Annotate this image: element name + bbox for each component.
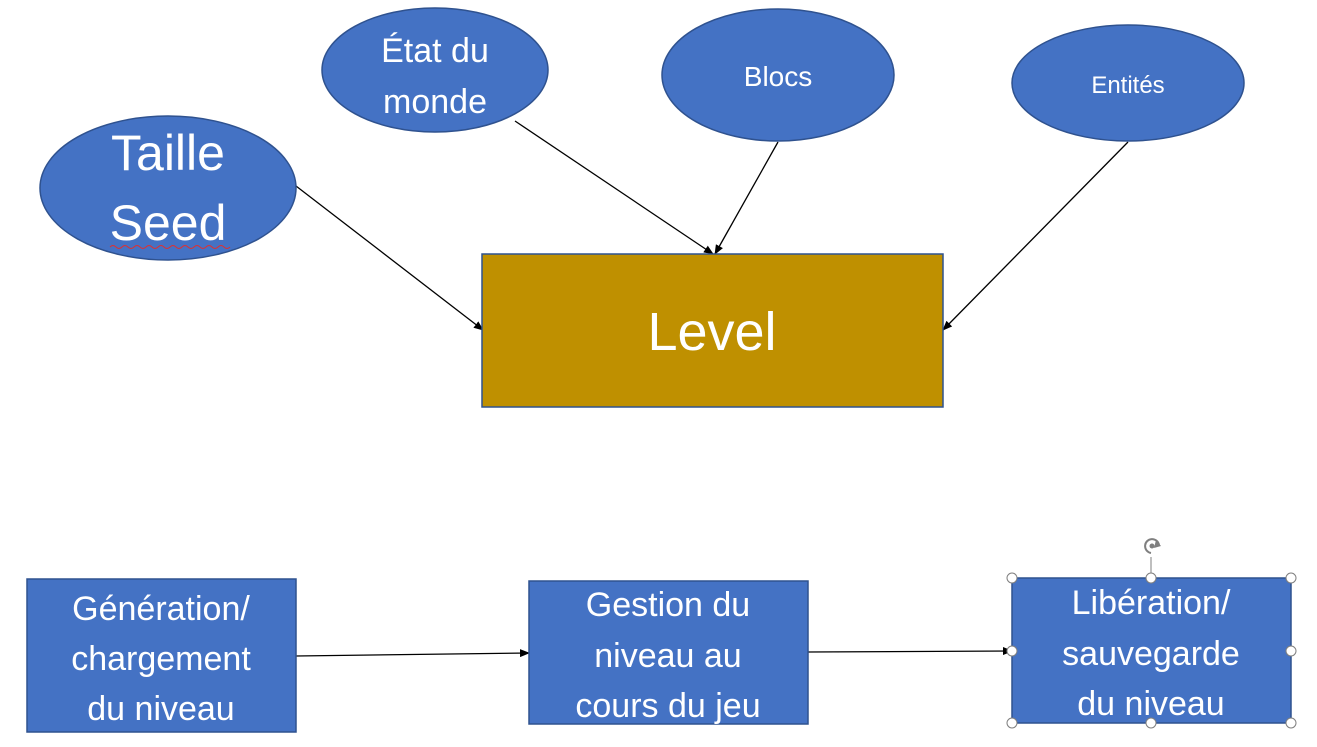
resize-handle-bottom[interactable] bbox=[1145, 717, 1157, 729]
node-level-shape bbox=[481, 253, 944, 408]
node-etat-du-monde-shape bbox=[321, 7, 549, 133]
node-blocs-shape bbox=[661, 8, 895, 142]
node-liberation-line-2: sauvegarde bbox=[1062, 635, 1240, 673]
node-taille-seed-shape bbox=[39, 115, 297, 261]
resize-handle-right[interactable] bbox=[1285, 645, 1297, 657]
node-liberation[interactable]: Libération/ sauvegarde du niveau bbox=[1011, 577, 1292, 724]
node-etat-du-monde-line-2: monde bbox=[383, 83, 487, 121]
arrow-blocs-to-level bbox=[714, 141, 779, 255]
node-etat-du-monde[interactable]: État du monde bbox=[321, 7, 549, 133]
node-generation-line-1: Génération/ bbox=[72, 590, 250, 628]
selection-frame bbox=[1006, 538, 1297, 729]
node-blocs-label: Blocs bbox=[744, 61, 812, 92]
node-entites-shape bbox=[1011, 24, 1245, 142]
node-entites[interactable]: Entités bbox=[1011, 24, 1245, 142]
node-blocs[interactable]: Blocs bbox=[661, 8, 895, 142]
node-etat-du-monde-line-1: État du bbox=[381, 32, 489, 70]
node-generation-shape bbox=[26, 578, 297, 733]
resize-handle-bottom-right[interactable] bbox=[1285, 717, 1297, 729]
node-taille-seed[interactable]: Taille Seed bbox=[39, 115, 297, 261]
node-entites-label: Entités bbox=[1091, 72, 1164, 99]
node-level-label: Level bbox=[647, 302, 776, 362]
node-liberation-line-3: du niveau bbox=[1077, 685, 1224, 723]
resize-handle-top[interactable] bbox=[1145, 572, 1157, 584]
rotate-icon[interactable] bbox=[1144, 538, 1161, 554]
arrow-entites-to-level bbox=[942, 141, 1129, 331]
node-generation[interactable]: Génération/ chargement du niveau bbox=[26, 578, 297, 733]
arrow-taille-seed-to-level bbox=[295, 185, 484, 331]
node-generation-line-3: du niveau bbox=[87, 690, 234, 728]
node-taille-seed-line-1: Taille bbox=[111, 125, 225, 181]
arrow-gestion-to-liberation bbox=[807, 647, 1013, 656]
node-generation-line-2: chargement bbox=[71, 640, 251, 678]
node-gestion-line-2: niveau au bbox=[594, 637, 741, 675]
resize-handle-left[interactable] bbox=[1006, 645, 1018, 657]
node-gestion-shape bbox=[528, 580, 809, 725]
node-level[interactable]: Level bbox=[481, 253, 944, 408]
node-gestion-line-1: Gestion du bbox=[586, 586, 750, 624]
resize-handle-top-left[interactable] bbox=[1006, 572, 1018, 584]
node-taille-seed-line-2: Seed bbox=[110, 195, 227, 251]
node-liberation-line-1: Libération/ bbox=[1072, 584, 1231, 622]
node-gestion[interactable]: Gestion du niveau au cours du jeu bbox=[528, 580, 809, 725]
arrow-generation-to-gestion bbox=[295, 649, 530, 658]
spellcheck-underline bbox=[109, 245, 231, 249]
resize-handle-top-right[interactable] bbox=[1285, 572, 1297, 584]
arrow-etat-du-monde-to-level bbox=[514, 120, 714, 255]
resize-handle-bottom-left[interactable] bbox=[1006, 717, 1018, 729]
node-gestion-line-3: cours du jeu bbox=[575, 687, 760, 725]
